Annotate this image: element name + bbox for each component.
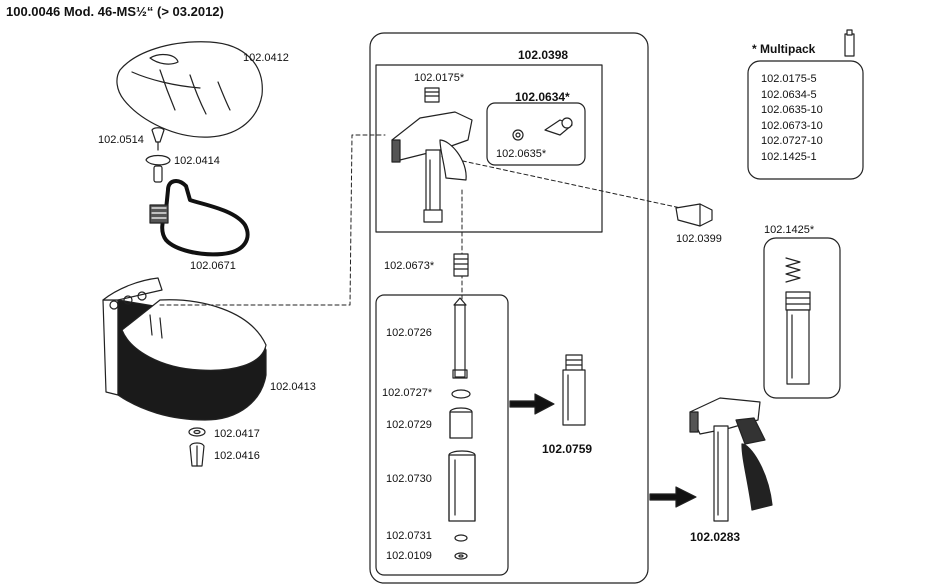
label-o-ring: 102.0727* bbox=[382, 387, 433, 399]
multipack-title: * Multipack bbox=[752, 42, 816, 56]
label-bracket: 102.0671 bbox=[190, 260, 236, 272]
spring-kit-parts bbox=[785, 257, 811, 385]
arrow-to-tube-assembly bbox=[509, 393, 555, 415]
pack-icon bbox=[844, 29, 855, 57]
bowl-cover-part bbox=[116, 41, 263, 138]
valve-group-box bbox=[375, 64, 603, 233]
stem-part bbox=[452, 297, 468, 379]
label-pin: 102.0514 bbox=[98, 134, 144, 146]
label-nut: 102.0109 bbox=[386, 550, 432, 562]
washer-part bbox=[188, 427, 206, 437]
nut-part bbox=[454, 552, 468, 560]
valve-kit-parts bbox=[512, 117, 573, 141]
sleeve-part bbox=[449, 407, 473, 439]
label-plug: 102.0416 bbox=[214, 450, 260, 462]
label-bowl-cover: 102.0412 bbox=[243, 52, 289, 64]
label-sleeve: 102.0729 bbox=[386, 419, 432, 431]
multipack-box bbox=[747, 60, 864, 180]
label-clip: 102.0414 bbox=[174, 155, 220, 167]
o-ring-part bbox=[451, 389, 471, 399]
bracket-part bbox=[160, 179, 250, 257]
label-stem: 102.0726 bbox=[386, 327, 432, 339]
screw-part bbox=[675, 203, 713, 227]
lower-parts-box bbox=[375, 294, 509, 576]
label-tube: 102.0730 bbox=[386, 473, 432, 485]
valve-kit-box bbox=[486, 102, 586, 166]
label-spring-kit: 102.1425* bbox=[764, 224, 815, 236]
multipack-item: 102.0727-10 bbox=[761, 135, 823, 147]
valve-body-part bbox=[391, 111, 473, 223]
tube-assembly-part bbox=[562, 354, 586, 426]
label-valve-kit: 102.0634* bbox=[515, 90, 570, 104]
label-tube-assembly: 102.0759 bbox=[542, 442, 593, 456]
label-bowl: 102.0413 bbox=[270, 381, 316, 393]
label-spring: 102.0673* bbox=[384, 260, 435, 272]
plug-part bbox=[189, 442, 205, 467]
label-seal: 102.0635* bbox=[496, 148, 547, 160]
diagram-title: 100.0046 Mod. 46-MS½“ (> 03.2012) bbox=[6, 4, 224, 19]
label-washer: 102.0417 bbox=[214, 428, 260, 440]
seal-ring-part bbox=[454, 534, 468, 542]
multipack-item: 102.0673-10 bbox=[761, 119, 823, 132]
spring-part bbox=[453, 253, 469, 277]
bracket-hinge bbox=[149, 204, 169, 224]
label-valve-nut: 102.0175* bbox=[414, 72, 465, 84]
pin-part bbox=[151, 127, 165, 151]
valve-nut-part bbox=[424, 87, 440, 103]
clip-part bbox=[145, 154, 171, 183]
multipack-item: 102.0175-5 bbox=[761, 73, 817, 85]
arrow-to-complete-valve bbox=[649, 486, 697, 508]
label-valve-group: 102.0398 bbox=[518, 48, 569, 62]
valve-assembly-frame bbox=[369, 32, 649, 584]
tube-part bbox=[448, 450, 476, 522]
multipack-item: 102.0635-10 bbox=[761, 104, 823, 116]
multipack-item: 102.0634-5 bbox=[761, 88, 817, 101]
spring-kit-box bbox=[763, 237, 841, 399]
multipack-item: 102.1425-1 bbox=[761, 150, 817, 163]
label-seal-ring: 102.0731 bbox=[386, 530, 432, 542]
multipack-list: 102.0175-5 102.0634-5 102.0635-10 102.06… bbox=[761, 72, 823, 165]
label-complete-valve: 102.0283 bbox=[690, 530, 741, 544]
drinking-bowl-part bbox=[102, 277, 267, 421]
label-screw: 102.0399 bbox=[676, 233, 722, 245]
complete-valve-part bbox=[689, 397, 773, 522]
